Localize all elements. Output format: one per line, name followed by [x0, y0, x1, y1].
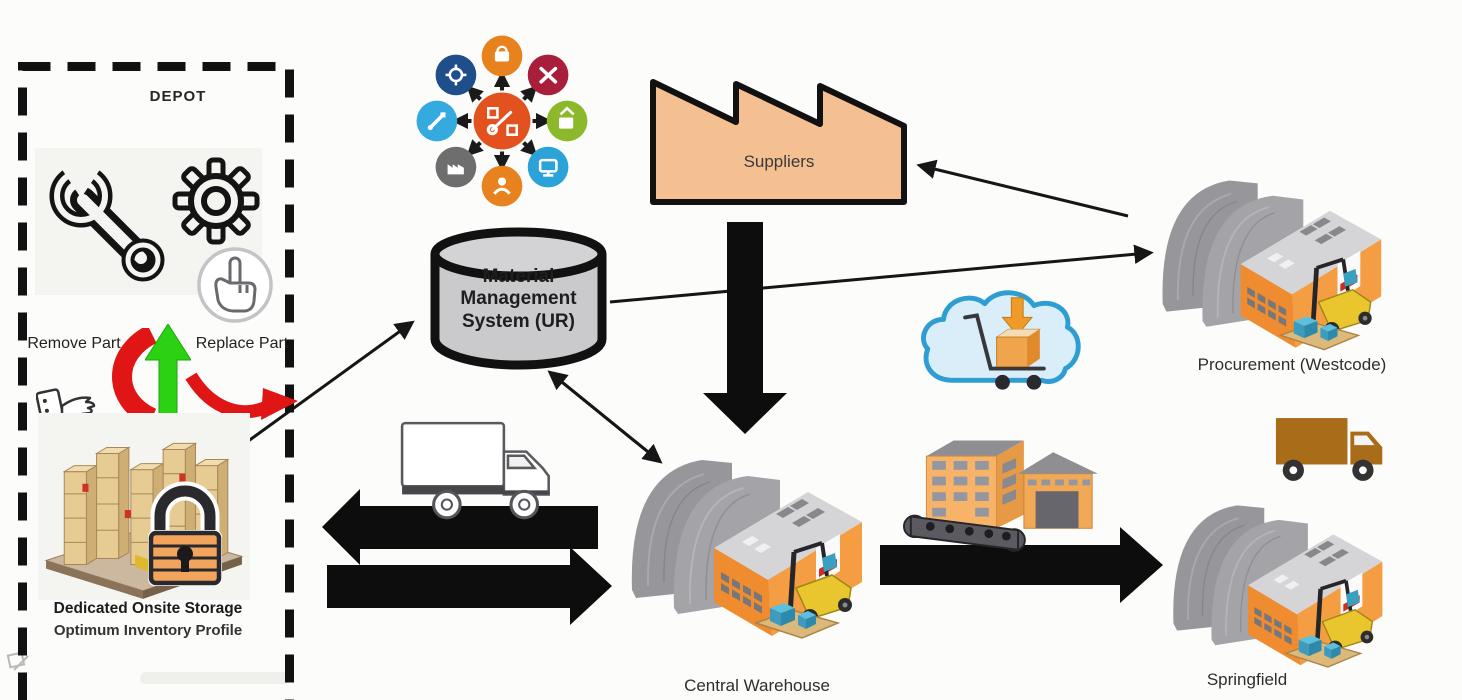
thick-arrow-suppliers-to-central [703, 222, 787, 434]
red-crescent-arrow-icon [112, 328, 158, 424]
services-hub-cluster [416, 35, 588, 207]
storage-racks-icon [44, 442, 244, 599]
factory-sawtooth-shape [650, 79, 907, 205]
thick-arrow-depot-to-central [327, 547, 612, 625]
depot-title: DEPOT [149, 88, 207, 105]
remove-part-label: Remove Part [27, 335, 121, 352]
green-up-arrow-icon [145, 324, 191, 424]
mms-label: Material Management System (UR) [460, 266, 577, 332]
storage-caption-line2: Optimum Inventory Profile [53, 622, 243, 639]
springfield-node [1168, 478, 1386, 683]
padlock-icon [148, 481, 222, 586]
arrow-procurement-to-suppliers [916, 159, 1129, 218]
database-cylinder-icon [430, 227, 607, 370]
person-icon [481, 165, 523, 207]
onsite-storage-image [38, 413, 250, 600]
gear-icon [172, 157, 260, 245]
suppliers-label: Suppliers [743, 152, 815, 171]
springfield-label: Springfield [1206, 670, 1288, 689]
warehouse-forklift-icon [1157, 152, 1385, 361]
replace-part-label: Replace Part [195, 335, 289, 352]
procurement-node [1157, 152, 1385, 366]
corner-mark-icon [6, 651, 29, 671]
depot-box: DEPOT [18, 62, 298, 700]
box-truck-icon [400, 421, 550, 520]
cloud-order-icon [921, 290, 1081, 390]
monitor-icon [527, 146, 569, 188]
warehouse-forklift-icon [1168, 478, 1386, 678]
storage-caption-line1: Dedicated Onsite Storage [53, 600, 243, 617]
suppliers-node: Suppliers [648, 70, 910, 207]
hand-click-icon [197, 247, 273, 323]
factory-conveyor-icon [903, 440, 1098, 552]
central-warehouse-label: Central Warehouse [684, 676, 830, 695]
procurement-label: Procurement (Westcode) [1197, 355, 1387, 374]
wrench-icon [49, 156, 165, 282]
mms-database-node: Material Management System (UR) [426, 224, 611, 374]
central-warehouse-node [626, 430, 866, 655]
background-smudge [140, 672, 290, 684]
cargo-truck-icon [1275, 418, 1383, 481]
gear-mini-icon [435, 54, 477, 96]
warehouse-forklift-icon [626, 430, 866, 650]
